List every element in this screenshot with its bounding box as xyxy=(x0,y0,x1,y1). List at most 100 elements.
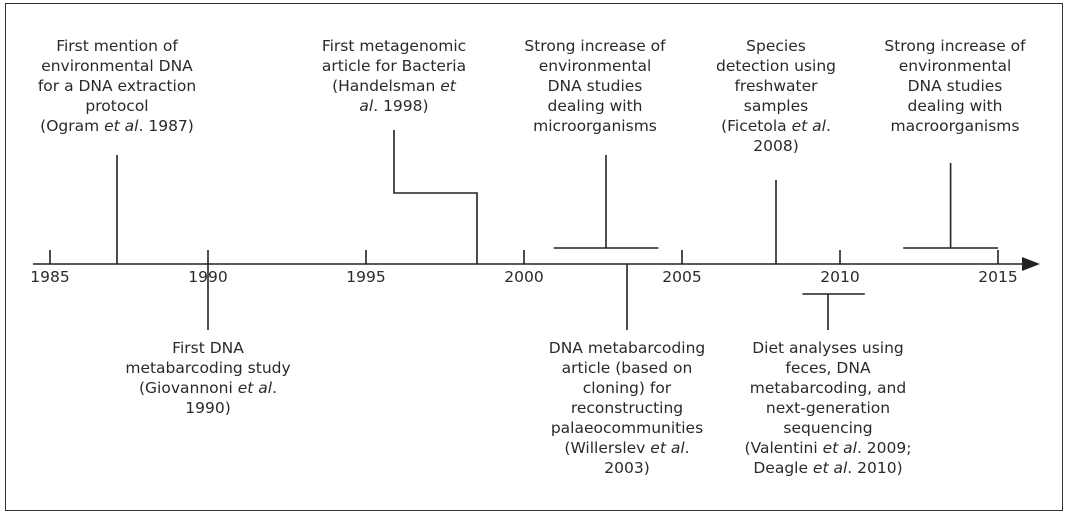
label-text: . xyxy=(684,439,690,457)
label-text: metabarcoding, and xyxy=(749,379,907,397)
event-label-line: samples xyxy=(716,96,836,116)
event-label-line: feces, DNA xyxy=(745,358,912,378)
event-label-line: protocol xyxy=(38,96,196,116)
tick-label-2015: 2015 xyxy=(978,268,1018,286)
label-text: First mention of xyxy=(56,37,178,55)
event-label-line: Strong increase of xyxy=(884,36,1025,56)
event-label-line: next-generation xyxy=(745,398,912,418)
label-text: for a DNA extraction xyxy=(37,77,197,95)
label-text: DNA studies xyxy=(907,77,1003,95)
label-text: Deagle xyxy=(753,459,813,477)
label-text: palaeocommunities xyxy=(550,419,704,437)
label-text: (Valentini xyxy=(744,439,823,457)
label-text: et xyxy=(440,77,456,95)
event-label-line: for a DNA extraction xyxy=(38,76,196,96)
event-label-line: dealing with xyxy=(884,96,1025,116)
label-text: 1990) xyxy=(185,399,231,417)
event-label-line: article for Bacteria xyxy=(322,56,466,76)
label-text: (Ficetola xyxy=(721,117,792,135)
event-label-line: cloning) for xyxy=(549,378,705,398)
label-text: macroorganisms xyxy=(890,117,1020,135)
label-text: sequencing xyxy=(783,419,873,437)
label-text: et al xyxy=(812,459,848,477)
label-text: . 2009; xyxy=(856,439,912,457)
label-text: article (based on xyxy=(561,359,693,377)
event-label-willerslev: DNA metabarcoding article (based on clonin… xyxy=(549,338,705,478)
label-text: cloning) for xyxy=(582,379,672,397)
tick-label-2000: 2000 xyxy=(504,268,544,286)
label-text: (Giovannoni xyxy=(138,379,238,397)
event-label-line: reconstructing xyxy=(549,398,705,418)
event-label-line: First mention of xyxy=(38,36,196,56)
figure-frame xyxy=(5,3,1063,511)
label-text: et al xyxy=(822,439,857,457)
event-label-line: sequencing xyxy=(745,418,912,438)
label-text: et al xyxy=(237,379,273,397)
event-label-line: macroorganisms xyxy=(884,116,1025,136)
event-label-line: 2008) xyxy=(716,136,836,156)
label-text: samples xyxy=(743,97,809,115)
event-label-line: dealing with xyxy=(524,96,665,116)
label-text: (Willerslev xyxy=(564,439,651,457)
event-label-line: (Ficetola et al. xyxy=(716,116,836,136)
label-text: Strong increase of xyxy=(884,37,1026,55)
label-text: DNA studies xyxy=(547,77,643,95)
event-label-line: 1990) xyxy=(125,398,290,418)
event-label-line: detection using xyxy=(716,56,836,76)
label-text: First DNA xyxy=(172,339,244,357)
label-text: feces, DNA xyxy=(785,359,871,377)
label-text: reconstructing xyxy=(570,399,684,417)
event-label-line: article (based on xyxy=(549,358,705,378)
event-label-line: palaeocommunities xyxy=(549,418,705,438)
label-text: et al xyxy=(650,439,685,457)
event-label-line: environmental xyxy=(884,56,1025,76)
label-text: environmental DNA xyxy=(41,57,193,75)
event-label-line: metabarcoding, and xyxy=(745,378,912,398)
event-label-line: environmental DNA xyxy=(38,56,196,76)
event-label-line: DNA metabarcoding xyxy=(549,338,705,358)
label-text: environmental xyxy=(898,57,1012,75)
event-label-line: (Valentini et al. 2009; xyxy=(745,438,912,458)
axis-arrowhead xyxy=(1022,257,1040,271)
event-label-line: environmental xyxy=(524,56,665,76)
label-text: et al xyxy=(791,117,826,135)
event-label-line: (Willerslev et al. xyxy=(549,438,705,458)
tick-label-2005: 2005 xyxy=(662,268,702,286)
label-text: Species xyxy=(746,37,806,55)
event-label-line: DNA studies xyxy=(524,76,665,96)
label-text: Strong increase of xyxy=(524,37,666,55)
label-text: DNA metabarcoding xyxy=(548,339,706,357)
label-text: dealing with xyxy=(907,97,1003,115)
label-text: . xyxy=(825,117,831,135)
event-label-line: freshwater xyxy=(716,76,836,96)
tick-label-1995: 1995 xyxy=(346,268,386,286)
label-text: . xyxy=(272,379,277,397)
tick-label-2010: 2010 xyxy=(820,268,860,286)
label-text: metabarcoding study xyxy=(125,359,291,377)
event-label-line: Diet analyses using xyxy=(745,338,912,358)
event-label-line: First metagenomic xyxy=(322,36,466,56)
event-label-valentini: Diet analyses using feces, DNA metabarcodi… xyxy=(745,338,912,478)
event-label-line: al. 1998) xyxy=(322,96,466,116)
event-label-line: Strong increase of xyxy=(524,36,665,56)
tick-label-1990: 1990 xyxy=(188,268,228,286)
connector-handelsman xyxy=(393,130,478,264)
tick-label-1985: 1985 xyxy=(30,268,70,286)
label-text: al xyxy=(359,97,374,115)
label-text: et al xyxy=(104,117,139,135)
label-text: protocol xyxy=(85,97,149,115)
label-text: Diet analyses using xyxy=(752,339,904,357)
label-text: 2008) xyxy=(753,137,799,155)
event-label-line: DNA studies xyxy=(884,76,1025,96)
event-label-line: (Handelsman et xyxy=(322,76,466,96)
label-text: First metagenomic xyxy=(321,37,467,55)
label-text: environmental xyxy=(538,57,652,75)
event-label-line: Deagle et al. 2010) xyxy=(745,458,912,478)
label-text: dealing with xyxy=(547,97,643,115)
event-label-line: First DNA xyxy=(125,338,290,358)
